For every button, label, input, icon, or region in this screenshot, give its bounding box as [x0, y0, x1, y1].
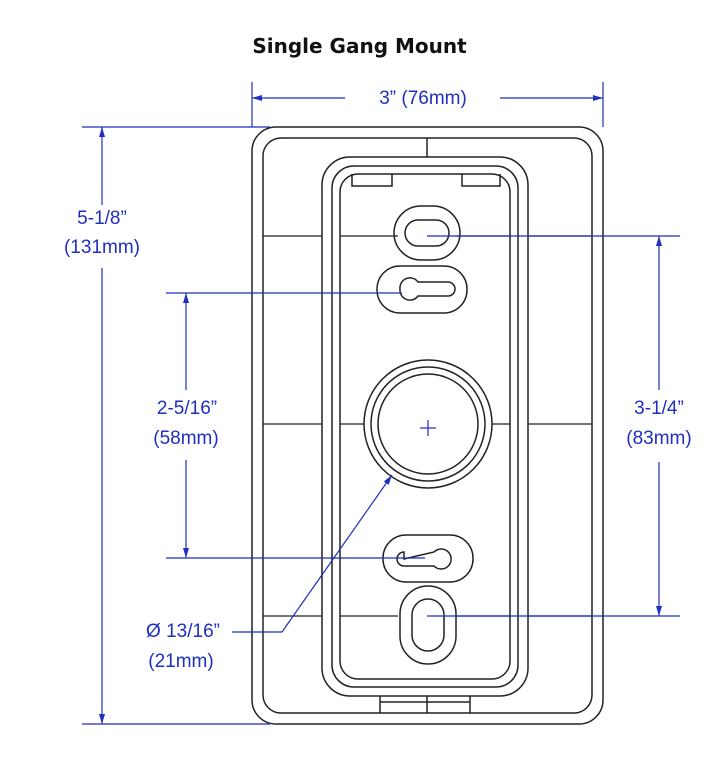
hole-diameter-mm-label: (21mm) — [148, 651, 214, 672]
height-mm-label: (131mm) — [63, 237, 140, 258]
center-hole — [363, 359, 493, 489]
drawing-title: Single Gang Mount — [252, 34, 467, 58]
height-inch-label: 5-1/8” — [77, 208, 127, 229]
bottom-slot — [399, 585, 457, 665]
slot-spacing-mm-label: (83mm) — [626, 428, 692, 449]
dimension-lines — [82, 82, 680, 725]
wall-plate — [251, 126, 604, 725]
width-label: 3” (76mm) — [379, 88, 467, 109]
hole-diameter-inch-label: Ø 13/16” — [146, 621, 220, 642]
keyhole-spacing-mm-label: (58mm) — [153, 428, 219, 449]
slot-spacing-inch-label: 3-1/4” — [634, 398, 684, 419]
center-crosshair — [420, 420, 436, 436]
top-keyhole — [376, 265, 468, 314]
top-slot — [393, 205, 461, 261]
keyhole-spacing-inch-label: 2-5/16” — [156, 398, 218, 419]
